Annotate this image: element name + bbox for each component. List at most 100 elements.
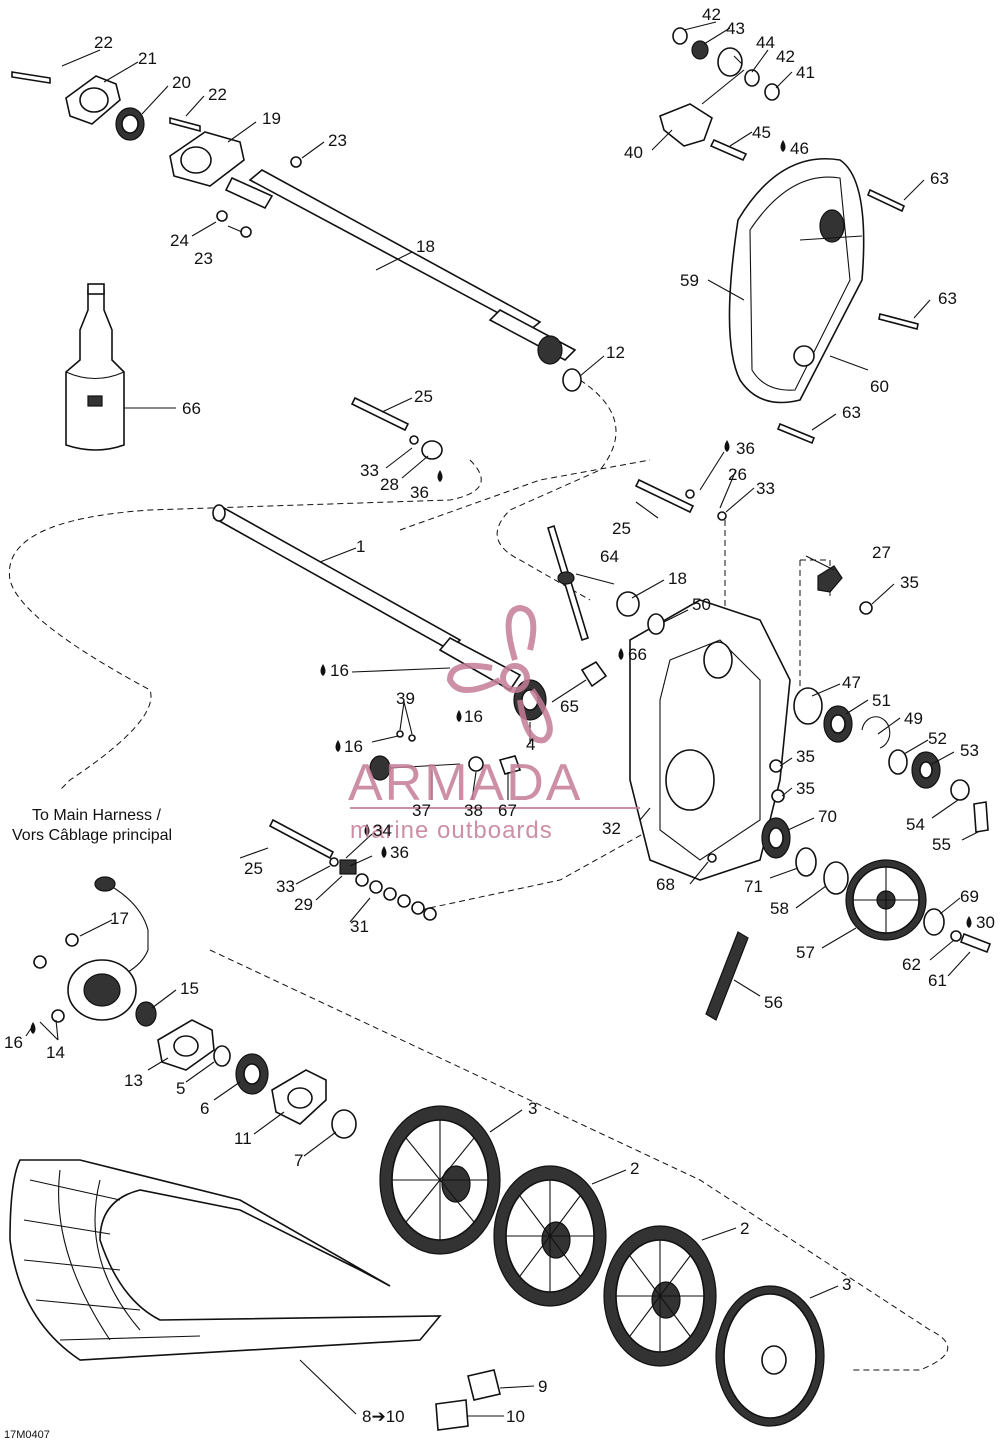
sprocket-2a xyxy=(493,1165,607,1307)
callout-15: 15 xyxy=(180,979,199,998)
callout-22: 22 xyxy=(94,33,113,52)
callout-33: 33 xyxy=(276,877,295,896)
callout-63: 63 xyxy=(930,169,949,188)
callout-21: 21 xyxy=(138,49,157,68)
callout-18: 18 xyxy=(668,569,687,588)
chain-56 xyxy=(705,931,749,1021)
bolt-63c xyxy=(776,422,816,445)
callout-27: 27 xyxy=(872,543,891,562)
washer-42a xyxy=(672,27,688,45)
circlip-49 xyxy=(861,716,891,749)
callout-42: 42 xyxy=(776,47,795,66)
callout-16: 16 xyxy=(344,737,363,756)
callout-47: 47 xyxy=(842,673,861,692)
callout-18: 18 xyxy=(416,237,435,256)
callout-56: 56 xyxy=(764,993,783,1012)
callout-63: 63 xyxy=(842,403,861,422)
callout-20: 20 xyxy=(172,73,191,92)
callout-35: 35 xyxy=(900,573,919,592)
callout-7: 7 xyxy=(294,1151,303,1170)
callout-43: 43 xyxy=(726,19,745,38)
speed-sensor-17 xyxy=(67,959,137,1021)
clip-67 xyxy=(498,755,522,775)
nut-24 xyxy=(216,210,228,222)
callout-36: 36 xyxy=(390,843,409,862)
callout-58: 58 xyxy=(770,899,789,918)
callout-23: 23 xyxy=(328,131,347,150)
callout-70: 70 xyxy=(818,807,837,826)
callout-11: 11 xyxy=(234,1129,252,1148)
oil-drop-icon-16a xyxy=(320,664,326,676)
callout-35: 35 xyxy=(796,779,815,798)
sensor-37 xyxy=(369,755,461,781)
spacer-52 xyxy=(888,749,908,775)
oil-drop-icon-34 xyxy=(364,824,370,836)
callout-16: 16 xyxy=(464,707,483,726)
callout-61: 61 xyxy=(928,971,947,990)
callout-3: 3 xyxy=(842,1275,851,1294)
nut-35c xyxy=(771,789,785,803)
washer-26 xyxy=(685,489,695,499)
sprocket-53 xyxy=(911,751,941,789)
assembly-path-dashed xyxy=(8,379,949,1371)
callout-66: 66 xyxy=(182,399,201,418)
callout-41: 41 xyxy=(796,63,815,82)
bolt-63a xyxy=(866,188,906,213)
flange-13 xyxy=(157,1019,215,1071)
callout-46: 46 xyxy=(790,139,809,158)
callout-55: 55 xyxy=(932,835,951,854)
callout-59: 59 xyxy=(680,271,699,290)
flange-11 xyxy=(271,1069,327,1125)
callout-2: 2 xyxy=(630,1159,639,1178)
harness-connector xyxy=(94,876,149,981)
oil-drop-icon-36b xyxy=(724,440,730,452)
callout-13: 13 xyxy=(124,1071,143,1090)
watermark-brand: ARMADA xyxy=(348,754,582,812)
callout-33: 33 xyxy=(360,461,379,480)
bolt-25a xyxy=(350,396,410,432)
callout-45: 45 xyxy=(752,123,771,142)
nut-35a xyxy=(859,601,873,615)
callout-16: 16 xyxy=(4,1033,23,1052)
shaft-18 xyxy=(224,169,577,365)
spacer-5 xyxy=(213,1045,231,1067)
leader-lines xyxy=(25,21,979,1417)
tensioner-27 xyxy=(817,565,843,593)
bearing-6 xyxy=(235,1053,269,1095)
callout-19: 19 xyxy=(262,109,281,128)
callout-67: 67 xyxy=(498,801,517,820)
ball-39a xyxy=(396,730,404,738)
spacer-71 xyxy=(795,847,817,877)
oil-drop-icon-36a xyxy=(437,470,443,482)
gasket-65 xyxy=(580,660,608,688)
callout-36: 36 xyxy=(736,439,755,458)
callout-25: 25 xyxy=(244,859,263,878)
callout-64: 64 xyxy=(600,547,619,566)
washer-33b xyxy=(717,511,727,521)
nut-54 xyxy=(950,779,970,801)
callout-1: 1 xyxy=(356,537,365,556)
washer-62 xyxy=(950,930,962,942)
bolt-22a xyxy=(11,71,51,84)
sprocket-3b xyxy=(715,1285,825,1427)
callout-69: 69 xyxy=(960,887,979,906)
nut-23b xyxy=(240,226,252,238)
callout-42: 42 xyxy=(702,5,721,24)
bearing-20 xyxy=(115,107,145,141)
callout-25: 25 xyxy=(612,519,631,538)
drive-shaft-1 xyxy=(212,504,522,692)
callout-38: 38 xyxy=(464,801,483,820)
shims-31 xyxy=(355,873,437,921)
ring-50 xyxy=(647,613,665,635)
oil-drop-icon-16c xyxy=(335,740,341,752)
callout-51: 51 xyxy=(872,691,891,710)
callout-25: 25 xyxy=(414,387,433,406)
callout-14: 14 xyxy=(46,1043,65,1062)
bolt-25b xyxy=(634,478,695,514)
oring-68 xyxy=(707,853,717,863)
callout-44: 44 xyxy=(756,33,775,52)
callout-2: 2 xyxy=(740,1219,749,1238)
bearing-43 xyxy=(691,40,709,60)
oil-bottle-66 xyxy=(65,283,125,451)
washer-33c xyxy=(329,857,339,867)
